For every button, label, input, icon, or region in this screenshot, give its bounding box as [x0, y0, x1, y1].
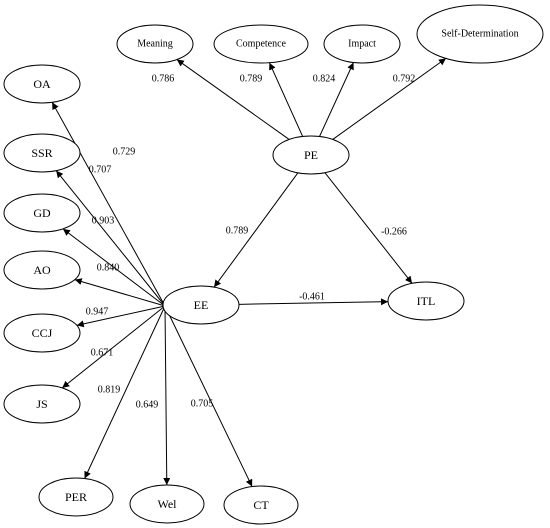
node-self-determination: Self-Determination: [416, 4, 544, 64]
edge-line: [164, 305, 253, 487]
node-label-meaning: Meaning: [137, 39, 173, 50]
edge-weight-label: 0.903: [92, 216, 115, 227]
edge-line: [51, 102, 166, 307]
node-ccj: CCJ: [3, 313, 81, 353]
edge-line: [76, 305, 166, 328]
node-itl: ITL: [387, 281, 465, 321]
node-label-gd: GD: [33, 206, 51, 220]
edge-weight-label: 0.705: [191, 399, 214, 410]
edge-pe-to-impact: 0.824: [313, 62, 354, 137]
edge-line: [238, 298, 389, 306]
node-label-self-determination: Self-Determination: [441, 29, 518, 40]
edge-ee-to-ao: 0.840: [74, 263, 166, 307]
edge-pe-to-meaning: 0.786: [152, 59, 290, 140]
edge-weight-label: 0.819: [98, 385, 121, 396]
node-ssr: SSR: [3, 133, 81, 173]
edge-line: [319, 62, 354, 137]
node-label-js: JS: [36, 397, 47, 411]
edge-weight-label: 0.786: [152, 74, 175, 85]
edge-weight-label: -0.266: [381, 227, 407, 238]
node-per: PER: [38, 477, 114, 517]
node-ao: AO: [3, 250, 81, 290]
edge-line: [55, 170, 166, 307]
edge-ee-to-ct: 0.705: [164, 305, 253, 487]
node-label-ct: CT: [253, 498, 269, 512]
node-label-oa: OA: [33, 77, 51, 91]
edge-pe-to-itl: -0.266: [324, 172, 413, 284]
node-gd: GD: [3, 193, 81, 233]
edge-ee-to-itl: -0.461: [238, 292, 389, 306]
node-label-competence: Competence: [236, 39, 287, 50]
edge-line: [62, 228, 166, 307]
edge-pe-to-self-determination: 0.792: [332, 57, 447, 140]
node-label-ao: AO: [33, 263, 51, 277]
node-competence: Competence: [213, 24, 309, 64]
node-label-per: PER: [65, 490, 87, 504]
edge-line: [74, 278, 166, 307]
edge-line: [332, 57, 447, 140]
edge-weight-label: 0.792: [393, 74, 416, 85]
node-meaning: Meaning: [116, 24, 194, 64]
node-wel: Wel: [129, 484, 205, 524]
edge-weight-label: 0.789: [226, 226, 249, 237]
edge-ee-to-ccj: 0.947: [76, 305, 166, 328]
edge-line: [163, 305, 171, 486]
node-oa: OA: [3, 64, 81, 104]
edge-ee-to-wel: 0.649: [136, 305, 171, 486]
edge-ee-to-per: 0.819: [84, 305, 166, 479]
edge-weight-label: 0.729: [113, 147, 136, 158]
node-label-itl: ITL: [417, 294, 436, 308]
edge-ee-to-gd: 0.903: [62, 216, 166, 307]
edge-pe-to-ee: 0.789: [213, 172, 299, 288]
node-label-wel: Wel: [157, 497, 177, 511]
edge-line: [213, 172, 299, 288]
node-js: JS: [3, 384, 81, 424]
edge-weight-label: 0.947: [86, 307, 109, 318]
node-label-ssr: SSR: [31, 146, 52, 160]
edge-pe-to-competence: 0.789: [240, 62, 304, 137]
node-label-ccj: CCJ: [32, 326, 53, 340]
edge-ee-to-ssr: 0.707: [55, 165, 166, 307]
edge-weight-label: 0.649: [136, 400, 159, 411]
edge-line: [268, 62, 304, 137]
edge-line: [324, 172, 413, 284]
edge-ee-to-oa: 0.729: [51, 102, 166, 307]
edge-line: [176, 59, 290, 140]
node-label-impact: Impact: [348, 39, 376, 50]
edge-weight-label: 0.671: [91, 348, 114, 359]
node-impact: Impact: [323, 24, 401, 64]
node-ee: EE: [162, 285, 240, 325]
edge-line: [84, 305, 166, 479]
node-label-ee: EE: [194, 298, 209, 312]
edge-line: [61, 305, 166, 389]
node-pe: PE: [272, 135, 350, 175]
edge-weight-label: 0.840: [97, 263, 120, 274]
edge-weight-label: 0.824: [313, 74, 336, 85]
node-label-pe: PE: [304, 148, 318, 162]
edge-ee-to-js: 0.671: [61, 305, 166, 389]
edge-weight-label: 0.707: [89, 165, 112, 176]
edge-weight-label: -0.461: [299, 292, 325, 303]
edge-weight-label: 0.789: [240, 74, 263, 85]
node-ct: CT: [223, 485, 299, 525]
